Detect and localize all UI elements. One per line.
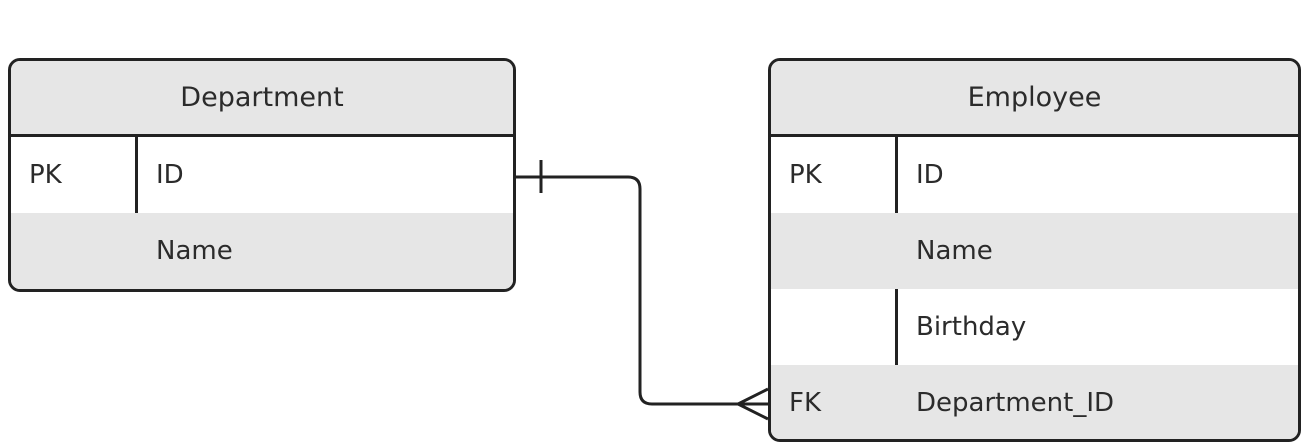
employee-field-name: Name <box>916 236 993 266</box>
employee-row-name[interactable]: Name <box>771 213 1298 289</box>
department-title: Department <box>11 61 513 137</box>
employee-title: Employee <box>771 61 1298 137</box>
employee-key-department-id: FK <box>789 388 822 418</box>
employee-field-id: ID <box>916 160 944 190</box>
department-row-id[interactable]: PK ID <box>11 137 513 213</box>
department-fields: PK ID Name <box>11 137 513 289</box>
department-entity[interactable]: Department PK ID Name <box>8 58 516 292</box>
employee-fields: PK ID Name Birthday FK Department_ID <box>771 137 1298 439</box>
department-key-id: PK <box>29 160 62 190</box>
employee-entity[interactable]: Employee PK ID Name Birthday FK Departme… <box>768 58 1301 442</box>
employee-key-id: PK <box>789 160 822 190</box>
employee-field-department-id: Department_ID <box>916 388 1115 418</box>
employee-row-department-id[interactable]: FK Department_ID <box>771 365 1298 439</box>
department-field-id: ID <box>156 160 184 190</box>
relationship-line <box>516 175 768 406</box>
department-row-name[interactable]: Name <box>11 213 513 289</box>
many-cardinality-crowfoot <box>734 387 769 421</box>
employee-field-birthday: Birthday <box>916 312 1027 342</box>
department-field-name: Name <box>156 236 233 266</box>
employee-row-id[interactable]: PK ID <box>771 137 1298 213</box>
employee-row-birthday[interactable]: Birthday <box>771 289 1298 365</box>
